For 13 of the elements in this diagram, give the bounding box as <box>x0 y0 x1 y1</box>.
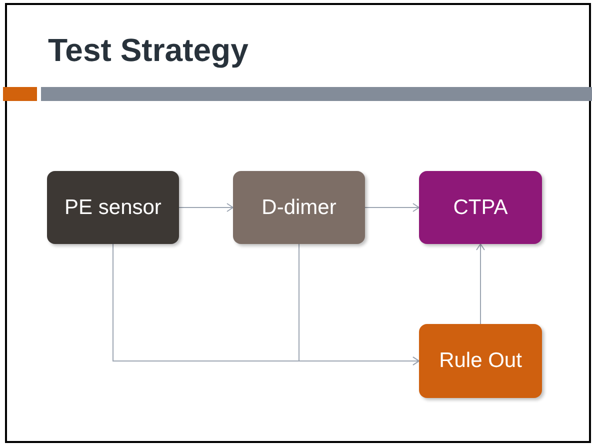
arrow <box>476 244 485 324</box>
box-label: D-dimer <box>262 194 336 221</box>
process-box <box>47 171 179 244</box>
arrow <box>298 244 420 366</box>
process-box <box>419 324 542 398</box>
box-label: Rule Out <box>439 348 522 374</box>
box-label: CTPA <box>453 194 508 221</box>
process-box <box>233 171 365 244</box>
process-box <box>419 171 542 244</box>
box-label: PE sensor <box>64 194 162 221</box>
slide-title: Test Strategy <box>48 31 248 70</box>
arrow <box>364 203 420 212</box>
arrow <box>178 203 234 212</box>
